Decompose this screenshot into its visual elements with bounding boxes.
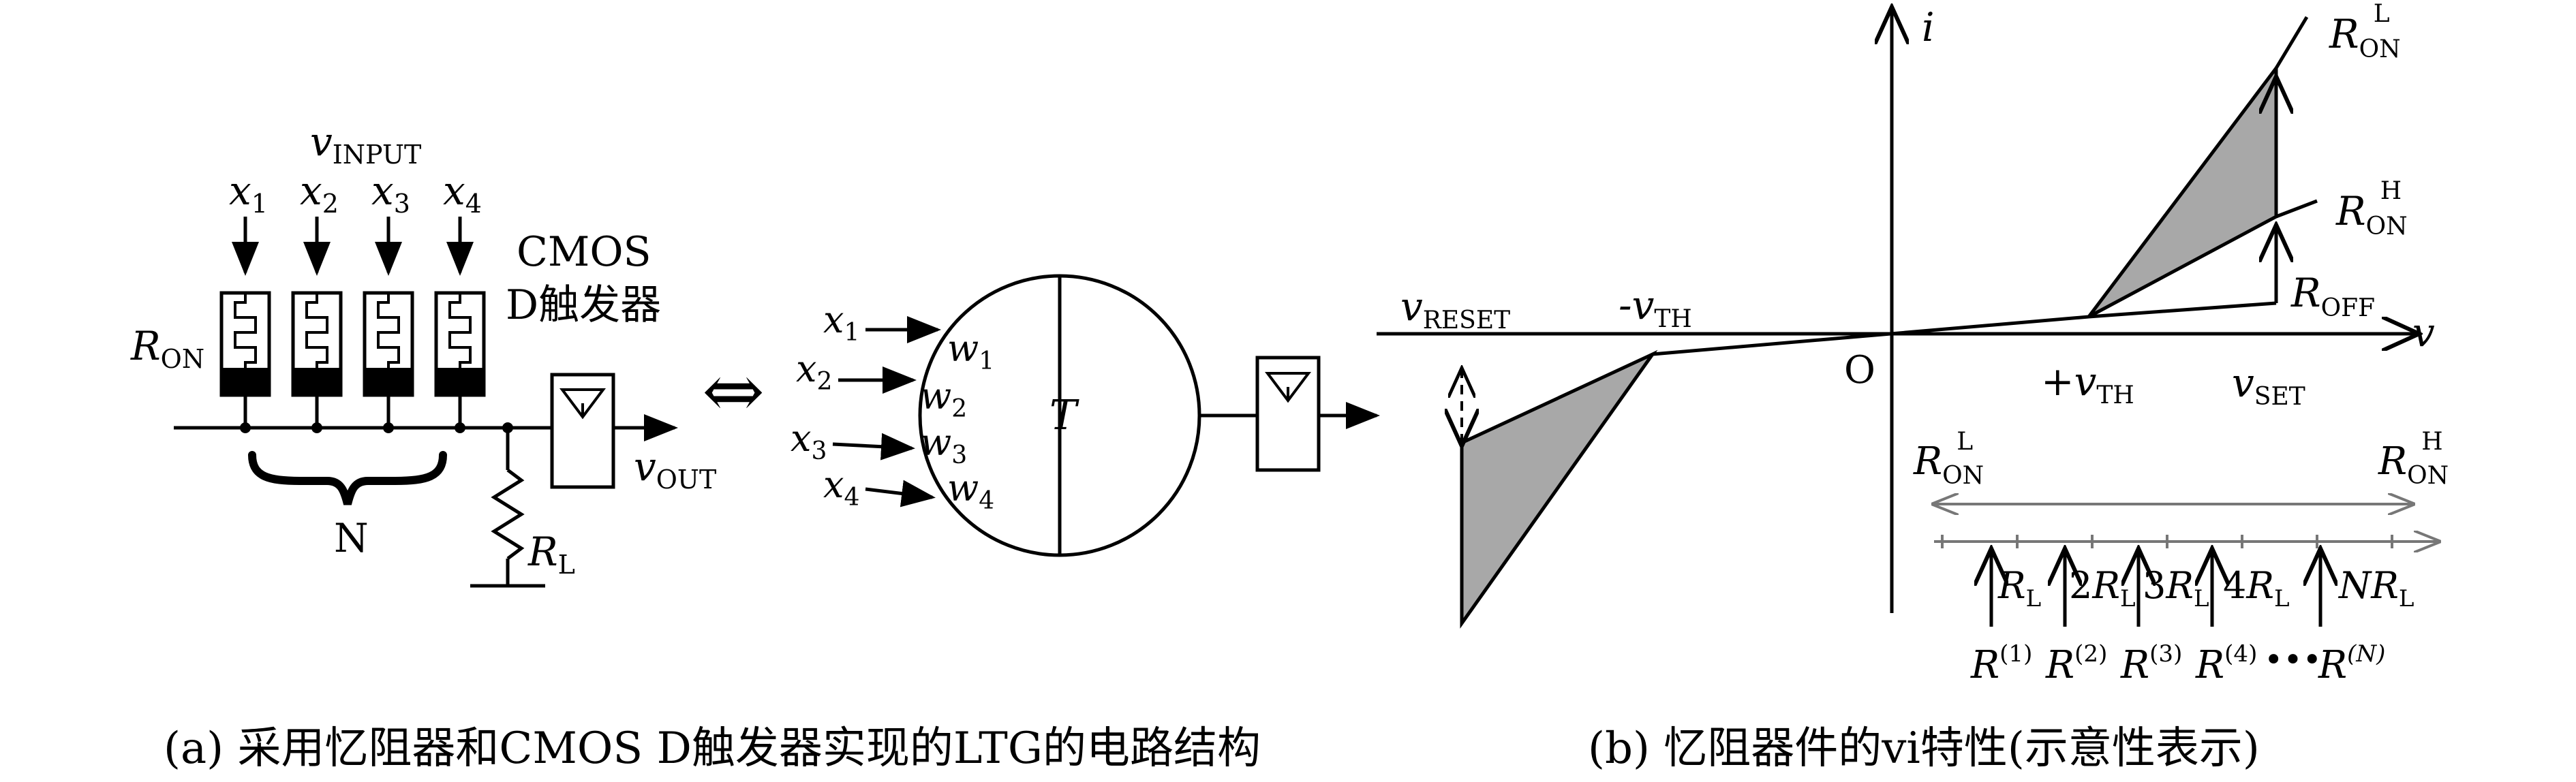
neuron-input-x2: x2 bbox=[796, 347, 832, 396]
v-input-label: vINPUT bbox=[310, 119, 421, 170]
state-label-4: R(4) bbox=[2195, 640, 2257, 687]
caption-b: (b) 忆阻器件的vi特性(示意性表示) bbox=[1588, 723, 2260, 774]
neuron-input-x4: x4 bbox=[823, 463, 859, 512]
load-mark-4: 4RL bbox=[2223, 564, 2290, 612]
neg-vth-label: -vTH bbox=[1619, 282, 1692, 333]
memristor-array bbox=[219, 291, 486, 397]
v-axis-label: v bbox=[2412, 309, 2435, 356]
scale-left-label: RONL bbox=[1913, 428, 1984, 490]
iv-lines bbox=[1462, 16, 2318, 623]
ron-l-label: RONL bbox=[2329, 0, 2401, 63]
scale-right-label: RONH bbox=[2378, 428, 2449, 490]
panel-b-vi-curve: i v O RONL RONH ROFF vRESET -vTH +vTH vS… bbox=[1377, 0, 2449, 774]
load-mark-n: NRL bbox=[2337, 564, 2414, 612]
state-label-n: R(N) bbox=[2318, 640, 2385, 687]
v-reset-label: vRESET bbox=[1400, 283, 1510, 334]
state-labels: R(1) R(2) R(3) R(4) ••• R(N) bbox=[1970, 640, 2385, 687]
memristor-2 bbox=[291, 291, 343, 397]
equivalence-symbol: ⇔ bbox=[702, 347, 765, 435]
input-arrows bbox=[232, 217, 474, 276]
memristor-3 bbox=[363, 291, 414, 397]
input-label-x1: x1 bbox=[229, 168, 268, 219]
state-label-3: R(3) bbox=[2120, 640, 2182, 687]
rl-label: RL bbox=[527, 529, 575, 580]
input-label-x3: x3 bbox=[371, 168, 410, 219]
weight-w1: w1 bbox=[947, 327, 994, 375]
memristor-connections bbox=[243, 395, 462, 428]
ellipsis: ••• bbox=[2264, 641, 2322, 679]
neuron-input-x1: x1 bbox=[823, 298, 859, 347]
load-mark-2: 2RL bbox=[2069, 564, 2136, 612]
n-label: N bbox=[334, 515, 369, 561]
memristor-1 bbox=[219, 291, 271, 397]
load-mark-3: 3RL bbox=[2143, 564, 2209, 612]
input-label-x2: x2 bbox=[300, 168, 339, 219]
d-flipflop-label: D触发器 bbox=[506, 281, 661, 329]
threshold-label: T bbox=[1049, 392, 1079, 439]
input-labels: x1 x2 x3 x4 bbox=[229, 168, 482, 219]
weight-w4: w4 bbox=[947, 467, 994, 515]
load-marks: RL 2RL 3RL 4RL NRL bbox=[1997, 564, 2414, 612]
roff-label: ROFF bbox=[2290, 270, 2375, 322]
memristor-4 bbox=[434, 291, 486, 397]
v-set-label: vSET bbox=[2232, 360, 2305, 411]
n-brace bbox=[248, 451, 447, 505]
neuron-model: T w1 w2 w3 w4 x1 x2 x3 x4 bbox=[791, 274, 1201, 557]
i-axis-label: i bbox=[1922, 4, 1935, 50]
panel-a-circuit: vINPUT x1 x2 x3 x4 bbox=[130, 119, 1380, 774]
caption-a: (a) 采用忆阻器和CMOS D触发器实现的LTG的电路结构 bbox=[164, 723, 1261, 774]
input-label-x4: x4 bbox=[443, 168, 482, 219]
load-mark-1: RL bbox=[1997, 564, 2041, 612]
shaded-region-set bbox=[2087, 63, 2278, 319]
load-resistor bbox=[470, 422, 545, 588]
neuron-input-x3: x3 bbox=[791, 417, 827, 465]
neuron-dff-block bbox=[1255, 356, 1321, 472]
v-out-label: vOUT bbox=[634, 443, 716, 495]
scale-ticks bbox=[1941, 535, 2393, 548]
state-label-1: R(1) bbox=[1970, 640, 2032, 687]
pos-vth-label: +vTH bbox=[2041, 358, 2134, 409]
cmos-label: CMOS bbox=[517, 228, 651, 276]
state-label-2: R(2) bbox=[2045, 640, 2107, 687]
bus-nodes bbox=[240, 422, 465, 433]
ron-h-label: RONH bbox=[2335, 177, 2408, 240]
weight-w2: w2 bbox=[920, 375, 967, 423]
state-arrows bbox=[1991, 548, 2320, 627]
shaded-region-reset bbox=[1460, 349, 1658, 629]
resistance-scale: RONL RONH RL 2RL bbox=[1913, 428, 2449, 687]
origin-label: O bbox=[1844, 348, 1875, 392]
ron-label: RON bbox=[130, 323, 204, 374]
dff-block bbox=[550, 373, 615, 489]
weight-w3: w3 bbox=[920, 421, 967, 469]
